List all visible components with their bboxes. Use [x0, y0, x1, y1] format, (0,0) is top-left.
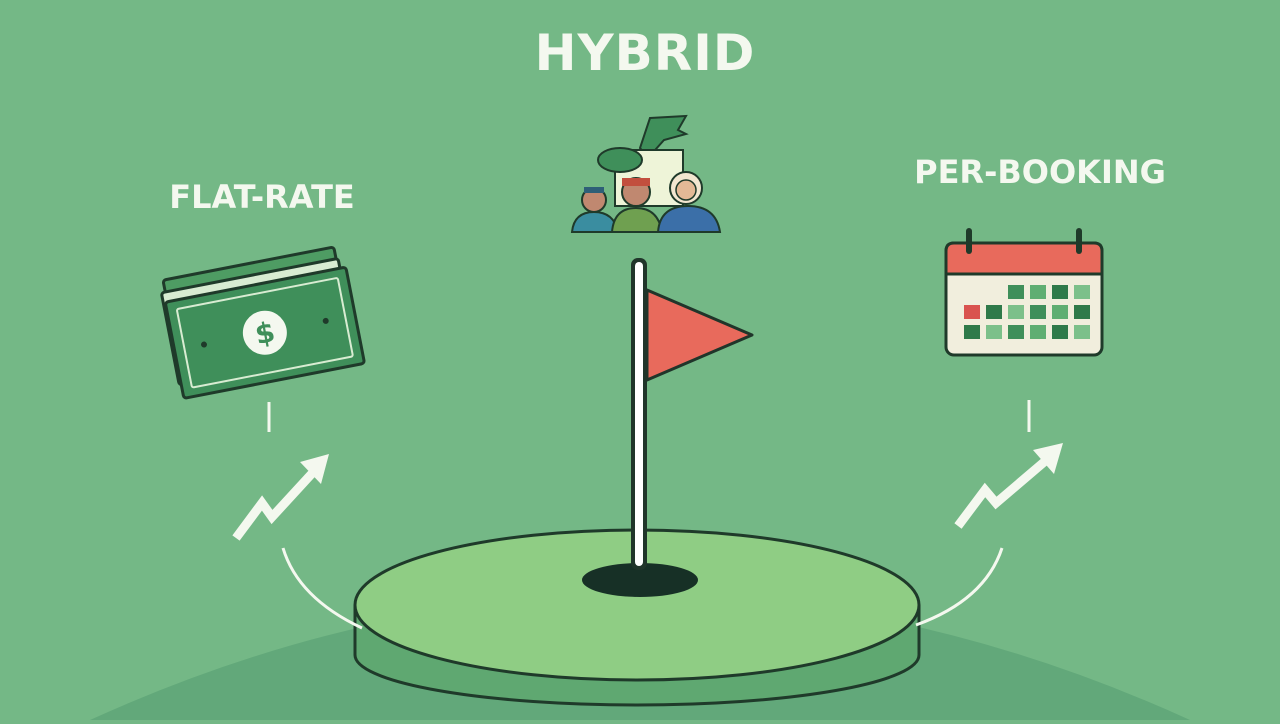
calendar-day-cell [1008, 305, 1024, 319]
calendar-day-cell [1074, 285, 1090, 299]
left-label: FLAT-RATE [169, 178, 355, 216]
calendar-day-cell [1030, 285, 1046, 299]
calendar-day-cell [1030, 305, 1046, 319]
golf-flag-icon [631, 258, 754, 570]
golf-hole [582, 563, 698, 597]
left-connector-curve [281, 547, 363, 630]
calendar-day-cell [1074, 305, 1090, 319]
calendar-grid [964, 285, 1090, 339]
calendar-day-cell [1052, 305, 1068, 319]
putting-green [353, 528, 921, 707]
calendar-day-cell [1052, 285, 1068, 299]
right-connector-curve [915, 547, 1004, 627]
calendar-day-cell [964, 305, 980, 319]
upward-trend-arrow-icon [954, 443, 1063, 529]
calendar-day-cell [1030, 325, 1046, 339]
calendar-day-cell [1074, 325, 1090, 339]
group-of-people-icon [570, 114, 722, 233]
center-label: HYBRID [534, 24, 756, 82]
calendar-day-cell [1008, 325, 1024, 339]
calendar-day-cell [986, 325, 1002, 339]
right-label: PER-BOOKING [914, 153, 1166, 191]
calendar-day-cell [1008, 285, 1024, 299]
dollar-bill-stack-icon: $ [160, 246, 366, 400]
calendar-day-cell [986, 305, 1002, 319]
calendar-day-cell [964, 325, 980, 339]
upward-trend-arrow-icon [232, 454, 329, 541]
calendar-day-cell [1052, 325, 1068, 339]
calendar-icon [944, 228, 1104, 357]
